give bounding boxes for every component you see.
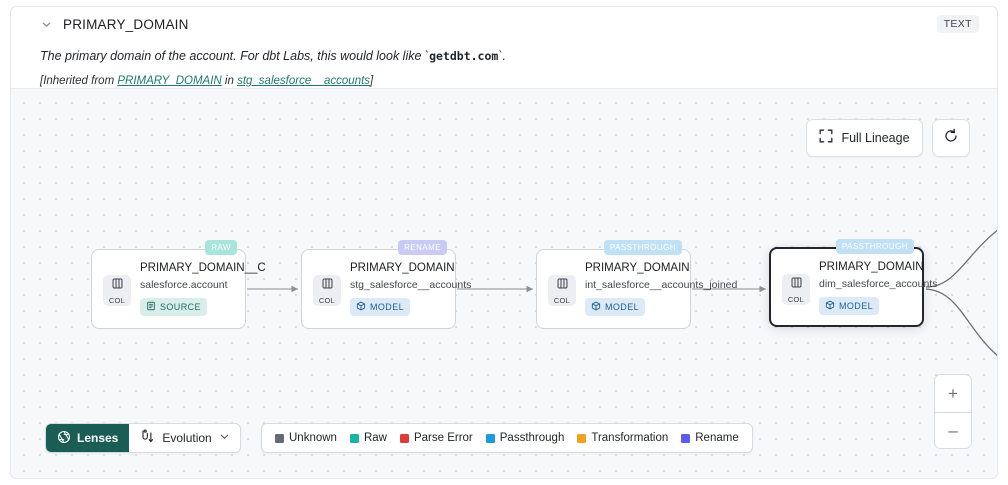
legend-swatch <box>349 433 359 443</box>
full-lineage-button[interactable]: Full Lineage <box>806 119 923 157</box>
column-header-row: PRIMARY_DOMAIN <box>11 7 997 41</box>
zoom-in-button[interactable]: + <box>935 375 971 412</box>
column-chip-label: COL <box>553 295 571 305</box>
zoom-out-button[interactable]: – <box>935 412 971 448</box>
description-prefix: The primary domain of the account. For d… <box>40 49 430 63</box>
column-chip: COL <box>103 275 131 306</box>
node-kind-label: MODEL <box>605 302 640 312</box>
node-kind-label: SOURCE <box>160 302 201 312</box>
refresh-icon <box>943 128 959 149</box>
node-kind-label: MODEL <box>370 302 405 312</box>
node-table-name: dim_salesforce_accounts <box>819 278 938 290</box>
edge-out-upper <box>925 229 997 288</box>
refresh-button[interactable] <box>932 119 970 157</box>
legend-item[interactable]: Raw <box>349 432 387 444</box>
inherited-model-link[interactable]: stg_salesforce__accounts <box>237 75 371 87</box>
lineage-node[interactable]: RENAME COL PRIMARY_DOMAIN stg_salesforce__a… <box>301 240 472 329</box>
node-tag: PASSTHROUGH <box>603 240 682 255</box>
legend-label: Rename <box>695 432 739 444</box>
legend-item[interactable]: Unknown <box>275 432 337 444</box>
lineage-legend: Unknown Raw Parse Error Passthrough Transfor… <box>261 423 753 453</box>
column-chip: COL <box>313 275 341 306</box>
legend-swatch <box>577 433 587 443</box>
legend-item[interactable]: Transformation <box>577 432 668 444</box>
column-icon <box>111 277 124 295</box>
node-tag: RAW <box>205 240 237 255</box>
column-chip-label: COL <box>318 295 336 305</box>
node-kind-label: MODEL <box>839 301 874 311</box>
node-column-name: PRIMARY_DOMAIN <box>819 261 924 273</box>
chevron-down-icon[interactable] <box>35 13 57 35</box>
model-icon <box>825 300 835 312</box>
node-table-name: int_salesforce__accounts_joined <box>585 279 738 291</box>
node-column-name: PRIMARY_DOMAIN <box>350 262 455 274</box>
evolution-label: Evolution <box>162 431 212 445</box>
node-kind-badge: MODEL <box>585 298 646 316</box>
evolution-icon <box>140 429 155 447</box>
legend-swatch <box>681 433 691 443</box>
model-icon <box>356 301 366 313</box>
chevron-down-icon <box>219 431 230 445</box>
node-table-name: salesforce.account <box>140 279 228 291</box>
node-tag: RENAME <box>398 240 447 255</box>
node-body: PRIMARY_DOMAIN int_salesforce__accounts_j… <box>585 262 738 316</box>
node-kind-badge: SOURCE <box>140 298 207 316</box>
column-header-card: PRIMARY_DOMAIN TEXT The primary domain o… <box>10 6 998 88</box>
inherited-column-link[interactable]: PRIMARY_DOMAIN <box>117 75 222 87</box>
description-suffix: `. <box>498 49 506 63</box>
page-title: PRIMARY_DOMAIN <box>63 16 189 32</box>
legend-label: Transformation <box>591 432 669 444</box>
legend-item[interactable]: Rename <box>681 432 739 444</box>
lineage-node[interactable]: PASSTHROUGH COL PRIMARY_DOMAIN dim_salesfor… <box>769 239 938 327</box>
node-table-name: stg_salesforce__accounts <box>350 279 472 291</box>
status-badge: TEXT <box>936 15 979 33</box>
description-code: getdbt.com <box>429 49 499 63</box>
lineage-canvas[interactable]: Full Lineage + – RAW COL PRIMARY_DOMAIN__C… <box>10 88 998 479</box>
column-icon <box>790 276 803 294</box>
node-kind-badge: MODEL <box>819 297 880 315</box>
source-icon <box>146 301 156 313</box>
inherited-mid: in <box>221 75 238 87</box>
column-chip: COL <box>548 275 576 306</box>
lineage-edges <box>247 229 997 357</box>
lineage-node[interactable]: RAW COL PRIMARY_DOMAIN__C salesforce.accoun… <box>91 240 266 329</box>
column-chip-label: COL <box>787 294 805 304</box>
lenses-label: Lenses <box>77 431 119 445</box>
expand-frame-icon <box>819 129 833 148</box>
legend-label: Raw <box>363 432 387 444</box>
node-column-name: PRIMARY_DOMAIN__C <box>140 262 266 274</box>
legend-label: Passthrough <box>499 432 565 444</box>
zoom-controls: + – <box>934 374 972 449</box>
legend-swatch <box>485 433 495 443</box>
column-description: The primary domain of the account. For d… <box>40 49 506 63</box>
node-tag: PASSTHROUGH <box>835 239 914 254</box>
inherited-open: [Inherited from <box>40 75 118 87</box>
lenses-button[interactable]: Lenses <box>46 424 130 452</box>
node-kind-badge: MODEL <box>350 298 411 316</box>
legend-label: Parse Error <box>413 432 473 444</box>
aperture-icon <box>57 430 71 447</box>
legend-item[interactable]: Passthrough <box>485 432 565 444</box>
edge-out-lower <box>925 288 997 357</box>
column-icon <box>321 277 334 295</box>
evolution-dropdown[interactable]: Evolution <box>129 424 240 452</box>
inherited-from-note: [Inherited from PRIMARY_DOMAIN in stg_sa… <box>40 75 373 87</box>
lenses-toolbar: Lenses Evolution <box>45 423 241 453</box>
legend-label: Unknown <box>289 432 337 444</box>
node-column-name: PRIMARY_DOMAIN <box>585 262 690 274</box>
legend-swatch <box>399 433 409 443</box>
legend-swatch <box>275 433 284 443</box>
full-lineage-label: Full Lineage <box>841 131 910 145</box>
legend-item[interactable]: Parse Error <box>399 432 473 444</box>
model-icon <box>591 301 601 313</box>
column-icon <box>556 277 569 295</box>
lineage-node[interactable]: PASSTHROUGH COL PRIMARY_DOMAIN int_salesfor… <box>536 240 738 329</box>
inherited-close: ] <box>370 75 374 87</box>
column-chip: COL <box>782 274 810 305</box>
column-chip-label: COL <box>108 295 126 305</box>
